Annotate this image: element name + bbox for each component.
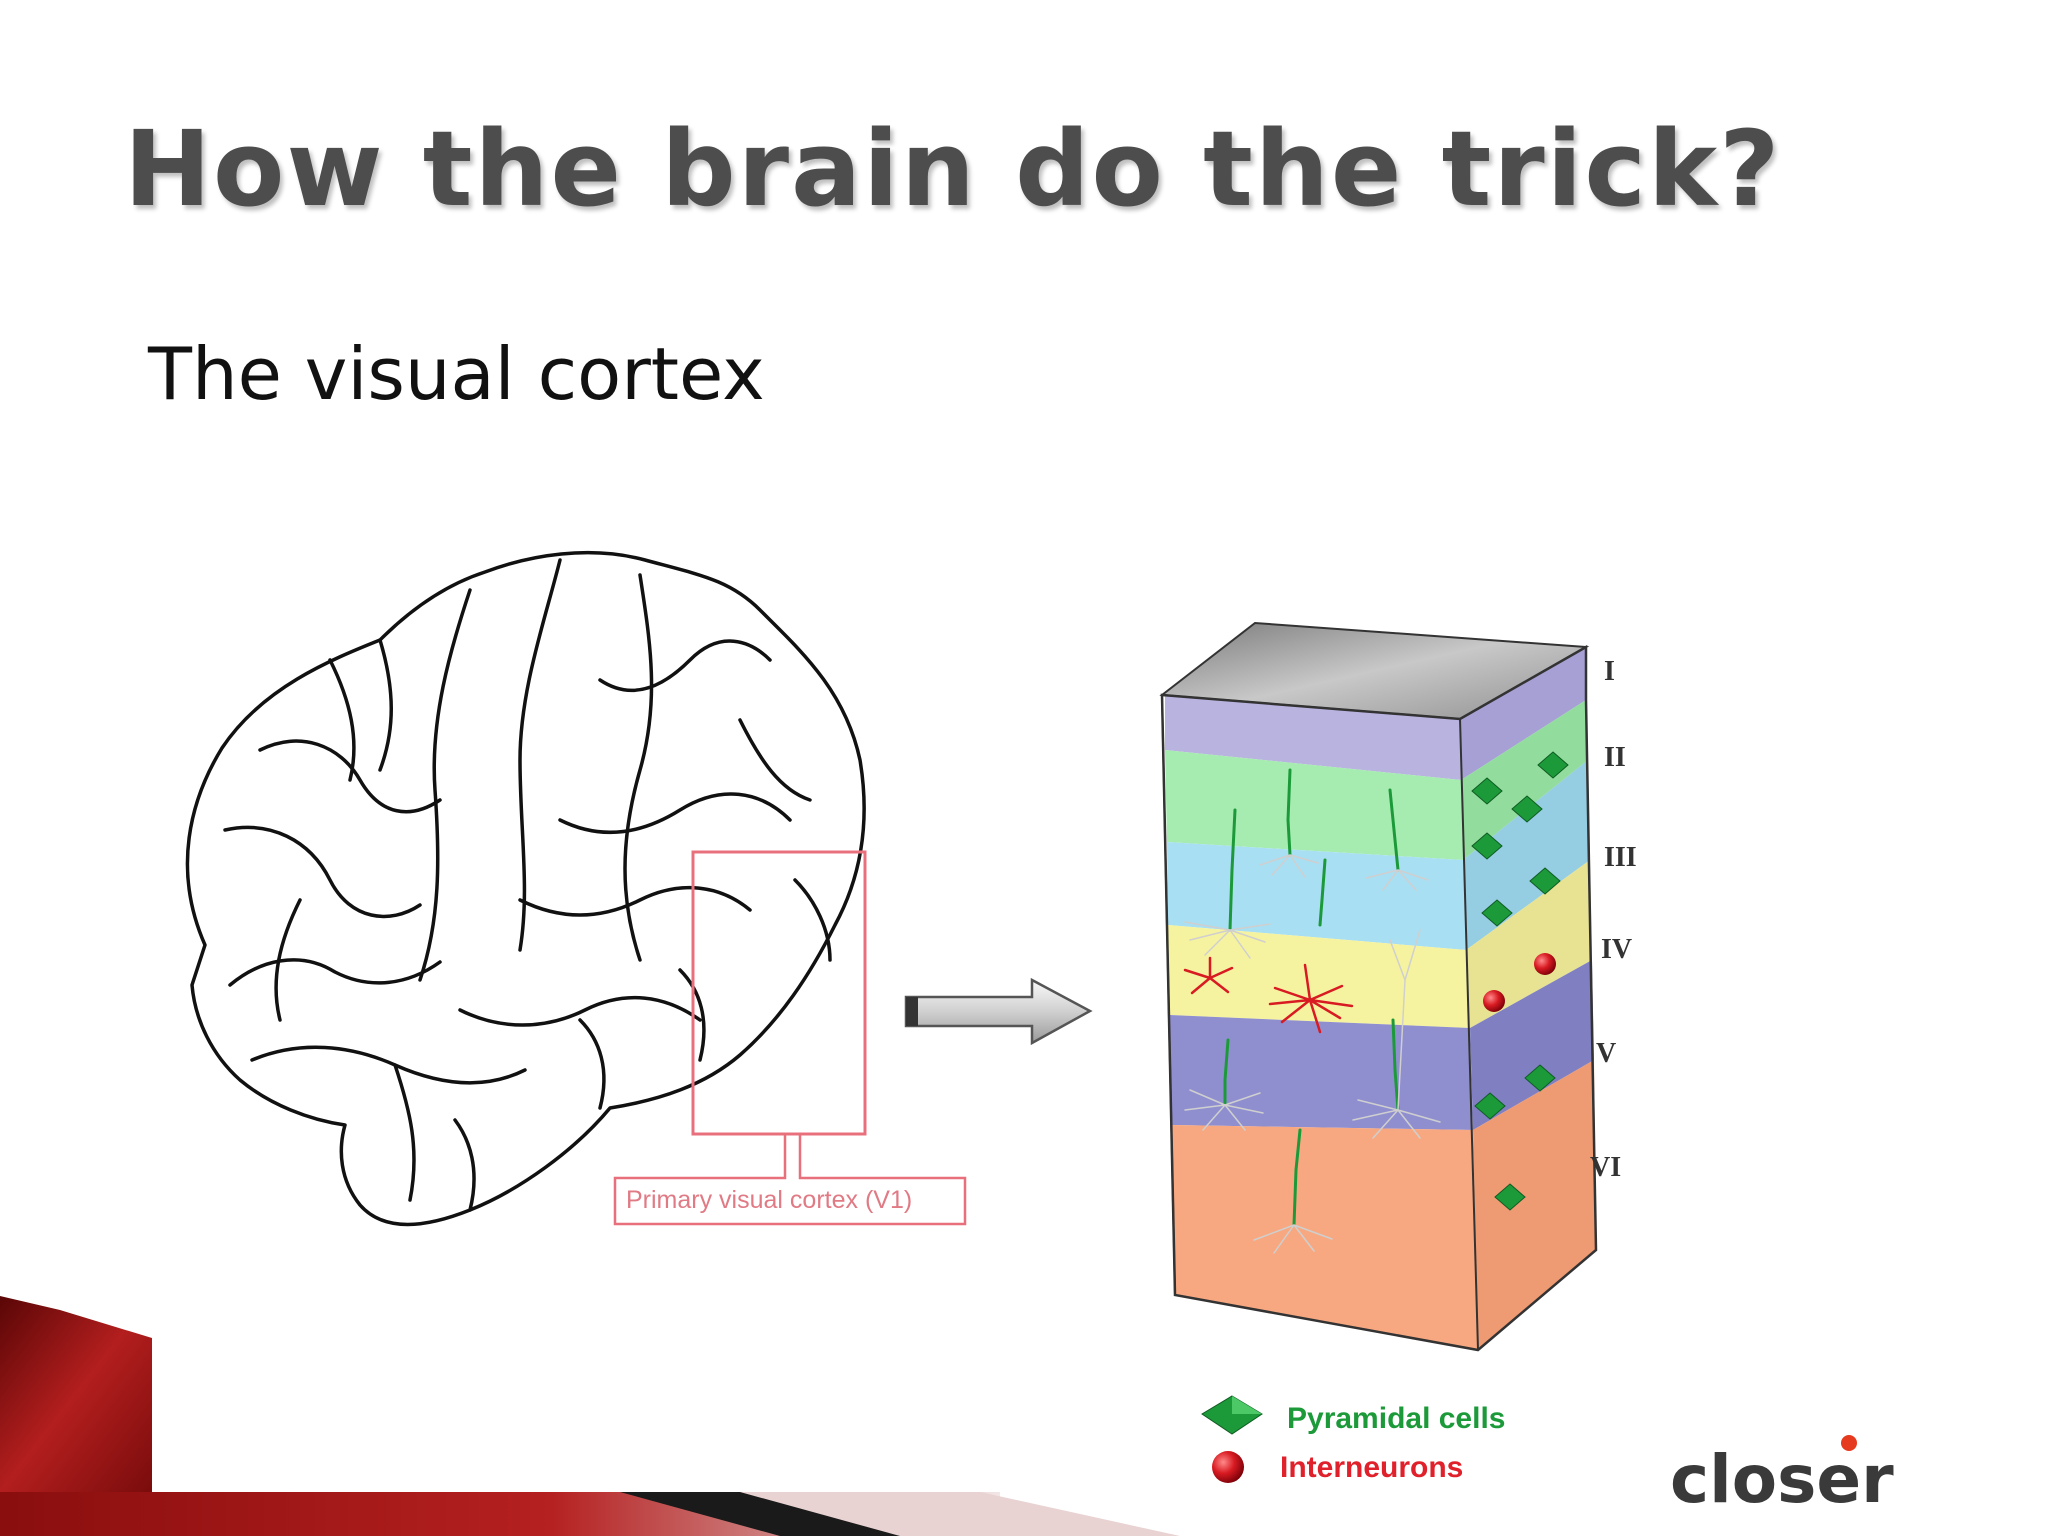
cortex-block [1159,621,1598,1352]
layer-label-IV: IV [1601,934,1632,965]
pyramidal-markers [1471,751,1569,1211]
layer-labels: I II III IV V VI [1590,656,1637,1183]
layer-label-III: III [1604,842,1637,873]
pyramidal-neurons [1184,768,1441,1254]
logo-dot-icon [1841,1435,1857,1451]
slide-subtitle: The visual cortex [148,332,765,416]
legend: Pyramidal cells Interneurons [1201,1395,1505,1484]
slide-title: How the brain do the trick? [124,108,1782,230]
brain-illustration [185,550,866,1227]
legend-interneurons-label: Interneurons [1280,1451,1463,1484]
decorative-corner [0,1296,1180,1536]
pyramid-legend-icon [1201,1395,1263,1435]
interneuron-markers [1483,953,1556,1012]
logo-text: closer [1670,1441,1894,1518]
layer-label-II: II [1604,742,1626,773]
legend-pyramidal-label: Pyramidal cells [1287,1402,1505,1435]
arrow-right-icon [904,977,1093,1046]
v1-highlight [613,850,967,1226]
layer-label-VI: VI [1590,1152,1621,1183]
layer-label-I: I [1604,656,1615,687]
interneurons-drawn [1183,956,1354,1034]
layer-label-V: V [1596,1038,1616,1069]
v1-label: Primary visual cortex (V1) [626,1186,912,1214]
interneuron-legend-icon [1212,1451,1244,1483]
closer-logo: closer [1670,1435,1894,1518]
